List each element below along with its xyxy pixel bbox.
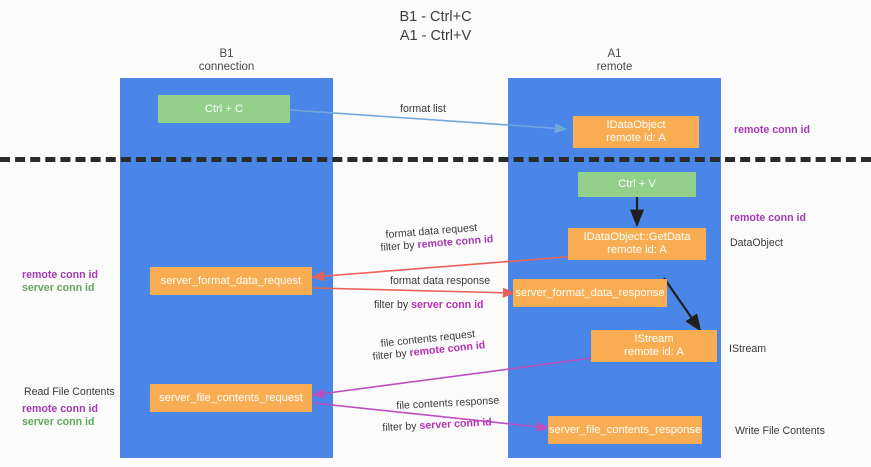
box-ctrl-v-label: Ctrl + V bbox=[618, 178, 656, 190]
box-ctrl-c[interactable]: Ctrl + C bbox=[158, 95, 290, 123]
column-header-a1: A1 remote bbox=[508, 48, 721, 74]
box-server-file-contents-response-label: server_file_contents_response bbox=[548, 423, 702, 436]
box-idataobject-getdata-subtitle: remote id: A bbox=[607, 244, 667, 256]
filter-key-server-conn-id: server conn id bbox=[419, 416, 493, 433]
box-idataobject[interactable]: IDataObject remote id: A bbox=[573, 116, 699, 148]
box-server-format-data-request[interactable]: server_format_data_request bbox=[150, 267, 312, 295]
page-title: B1 - Ctrl+C A1 - Ctrl+V bbox=[0, 8, 871, 46]
box-server-format-data-response[interactable]: server_format_data_response bbox=[513, 279, 667, 307]
box-server-file-contents-request[interactable]: server_file_contents_request bbox=[150, 384, 312, 412]
phase-divider bbox=[0, 157, 871, 162]
annotation-right-write-file-contents: Write File Contents bbox=[735, 425, 825, 437]
edge-label-file-contents-response-text: file contents response bbox=[396, 394, 500, 412]
filter-prefix: filter by bbox=[372, 347, 411, 363]
box-idataobject-getdata-title: IDataObject::GetData bbox=[583, 231, 691, 243]
edge-label-file-contents-response-filter: filter by server conn id bbox=[382, 415, 492, 435]
filter-prefix: filter by bbox=[382, 420, 420, 434]
filter-prefix: filter by bbox=[380, 239, 418, 254]
edge-label-format-data-response-filter: filter by server conn id bbox=[374, 298, 484, 312]
column-b1-role: connection bbox=[198, 61, 255, 73]
edge-label-file-contents-response: file contents response bbox=[396, 394, 500, 413]
title-line-1: B1 - Ctrl+C bbox=[399, 9, 472, 25]
annotation-right-remote-conn-id-mid: remote conn id bbox=[730, 212, 806, 224]
box-istream-title: IStream bbox=[634, 333, 674, 345]
box-ctrl-v[interactable]: Ctrl + V bbox=[578, 172, 696, 197]
annotation-left-bottom-remote-conn-id: remote conn id bbox=[22, 403, 98, 415]
box-ctrl-c-label: Ctrl + C bbox=[204, 102, 244, 115]
box-idataobject-title: IDataObject bbox=[606, 119, 666, 131]
column-header-b1: B1 connection bbox=[120, 48, 333, 74]
column-b1-name: B1 bbox=[219, 48, 234, 60]
title-line-2: A1 - Ctrl+V bbox=[399, 28, 472, 44]
column-a1-role: remote bbox=[596, 61, 633, 73]
box-istream[interactable]: IStream remote id: A bbox=[591, 330, 717, 362]
edge-label-format-data-response: format data response bbox=[390, 275, 491, 287]
annotation-right-remote-conn-id-top: remote conn id bbox=[734, 124, 810, 136]
box-idataobject-getdata[interactable]: IDataObject::GetData remote id: A bbox=[568, 228, 706, 260]
box-server-file-contents-response[interactable]: server_file_contents_response bbox=[548, 416, 702, 444]
column-a1-name: A1 bbox=[607, 48, 622, 60]
box-istream-subtitle: remote id: A bbox=[624, 346, 684, 358]
annotation-left-read-file-contents: Read File Contents bbox=[24, 386, 115, 398]
annotation-left-remote-conn-id: remote conn id bbox=[22, 269, 98, 281]
box-server-file-contents-request-label: server_file_contents_request bbox=[159, 391, 303, 404]
arrow-format-data-response bbox=[312, 287, 516, 298]
box-server-format-data-response-label: server_format_data_response bbox=[515, 286, 665, 299]
edge-label-format-list: format list bbox=[400, 103, 446, 115]
filter-key-server-conn-id: server conn id bbox=[411, 299, 484, 311]
annotation-left-server-conn-id: server conn id bbox=[22, 282, 95, 294]
annotation-left-bottom-server-conn-id: server conn id bbox=[22, 416, 95, 428]
box-idataobject-subtitle: remote id: A bbox=[606, 132, 666, 144]
annotation-right-dataobject: DataObject bbox=[730, 237, 783, 249]
filter-prefix: filter by bbox=[374, 299, 412, 311]
annotation-right-istream: IStream bbox=[729, 343, 767, 355]
box-server-format-data-request-label: server_format_data_request bbox=[160, 274, 302, 287]
